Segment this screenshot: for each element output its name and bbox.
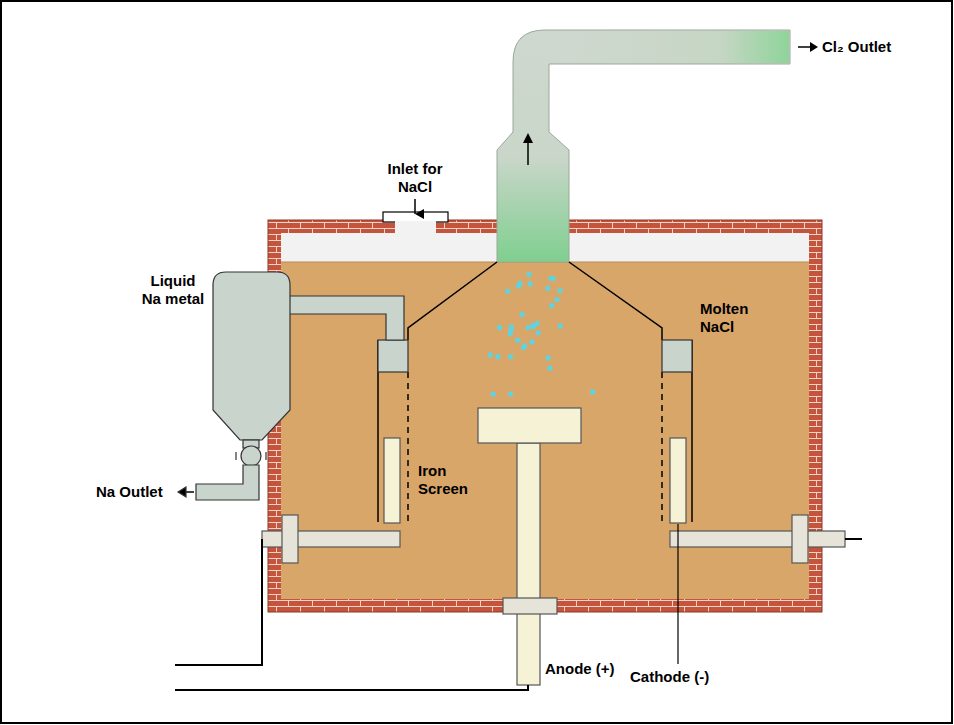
cell-drawing-part [236, 452, 266, 460]
gas-bubble [558, 323, 563, 328]
gas-bubble [520, 312, 525, 317]
cell-drawing-part [414, 199, 416, 214]
gas-bubble [488, 352, 493, 357]
gas-bubble [495, 354, 500, 359]
cell-drawing-part [213, 272, 290, 440]
gas-bubble [508, 328, 513, 333]
gas-bubble [536, 330, 541, 335]
cell-drawing-part [196, 465, 259, 500]
cell-drawing-part [560, 31, 789, 63]
gas-bubble [546, 355, 551, 360]
cell-drawing-part [408, 262, 497, 340]
cell-drawing-part [503, 598, 557, 614]
gas-bubble [508, 354, 513, 359]
cell-drawing-part [241, 446, 261, 466]
gas-bubble [491, 392, 496, 397]
cell-drawing-part [268, 220, 822, 612]
product-label: Liquid Na metal [140, 272, 206, 308]
cell-drawing-part [670, 531, 845, 547]
cell-drawing-part [569, 262, 662, 340]
cell-drawing-part [845, 538, 862, 540]
cell-drawing-part [662, 340, 692, 372]
cell-drawing-part [527, 140, 529, 165]
wires [175, 524, 862, 690]
gas-bubble [554, 297, 559, 302]
gas-bubble [547, 366, 552, 371]
gas-bubble [529, 339, 534, 344]
cell-drawing-part [523, 133, 533, 143]
electrode-label: Anode (+) [545, 660, 615, 678]
gas-bubble [590, 389, 595, 394]
cell-drawing-part [384, 438, 400, 523]
cell-drawing-part [798, 46, 812, 48]
cell-drawing-part [407, 372, 409, 522]
cell-drawing-part [175, 685, 528, 690]
cell-drawing-part [288, 296, 404, 340]
cell-drawing-part [395, 221, 436, 233]
cell-drawing-part [178, 487, 186, 497]
electrode-label: Cathode (-) [630, 668, 709, 686]
cell-drawing-part [282, 515, 298, 563]
gas-bubble [528, 281, 533, 286]
cell-drawing-part [175, 539, 262, 665]
cell-drawing-part [661, 372, 663, 522]
electrolyte-label: Molten NaCl [700, 300, 760, 336]
gas-bubble [530, 323, 535, 328]
gas-bubble [516, 283, 521, 288]
cell-drawing-part [792, 515, 808, 563]
gas-bubble [508, 391, 513, 396]
gas-bubble [545, 286, 550, 291]
gas-bubble [497, 325, 502, 330]
gas-bubble [551, 276, 556, 281]
gas-bubble [527, 272, 532, 277]
cell-drawing-part [497, 30, 790, 262]
cell-drawing-part [378, 340, 408, 372]
inlet-label: Inlet for NaCl [380, 160, 450, 196]
screen-label: Iron Screen [418, 462, 474, 498]
chlorine-pipe [497, 30, 818, 262]
cell-drawing-part [677, 524, 678, 664]
chlorine-bubbles [488, 272, 595, 397]
gas-bubble [505, 289, 510, 294]
gas-bubble [525, 325, 530, 330]
sodium-collector [178, 272, 692, 500]
cell-drawing-part [670, 438, 686, 523]
gas-bubble [557, 288, 562, 293]
anode [478, 408, 581, 685]
cell-body [268, 220, 822, 612]
cell-drawing-part [478, 408, 581, 443]
cell-drawing-part [517, 443, 540, 685]
cell-drawing-part [810, 42, 818, 52]
outlet-label: Cl₂ Outlet [822, 38, 891, 56]
nacl-inlet [383, 199, 448, 233]
gas-bubble [515, 338, 520, 343]
gas-bubble [521, 345, 526, 350]
gas-bubble [549, 303, 554, 308]
cathodes [262, 438, 845, 563]
outlet-label: Na Outlet [96, 483, 163, 501]
